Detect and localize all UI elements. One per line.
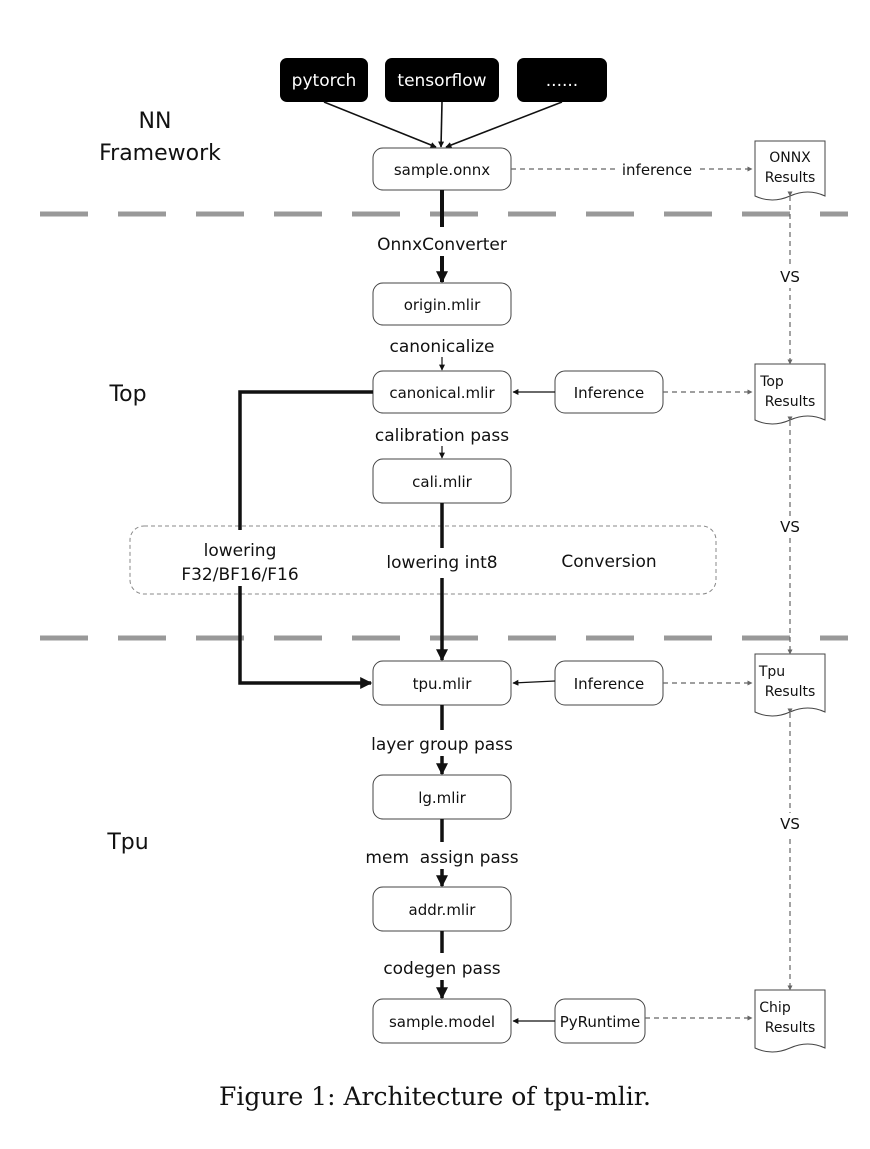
pass-lowering-int8: lowering int8: [386, 553, 497, 573]
framework-tensorflow-label: tensorflow: [397, 71, 486, 91]
node-tpu-mlir-label: tpu.mlir: [413, 675, 473, 693]
node-sample-model-label: sample.model: [389, 1013, 495, 1031]
section-label-tpu: Tpu: [106, 830, 148, 855]
results-top-line1: Top: [759, 374, 784, 390]
node-cali-mlir-label: cali.mlir: [412, 473, 472, 491]
section-label-nn-line1: NN: [139, 109, 172, 134]
section-label-nn-line2: Framework: [99, 141, 221, 166]
edge-pytorch-onnx: [323, 101, 437, 148]
edge-lowering-float-lower: [238, 586, 373, 689]
engine-tpu-inference-label: Inference: [574, 675, 645, 693]
pass-mem-assign: mem assign pass: [365, 848, 518, 868]
node-addr-mlir-label: addr.mlir: [409, 901, 477, 919]
engine-pyruntime-label: PyRuntime: [560, 1013, 641, 1031]
results-chip-line2: Results: [765, 1020, 816, 1036]
framework-tensorflow-box: [385, 58, 499, 102]
results-top-line2: Results: [765, 394, 816, 410]
compare-top-tpu-label-bg: [776, 516, 804, 538]
pass-calibration: calibration pass: [375, 426, 509, 446]
results-chip-doc: [754, 989, 826, 1053]
figure-caption: Figure 1: Architecture of tpu-mlir.: [219, 1082, 651, 1111]
pass-codegen: codegen pass: [383, 959, 500, 979]
compare-tpu-chip-label-bg: [776, 813, 804, 835]
results-tpu-line1: Tpu: [758, 664, 785, 680]
section-label-top: Top: [108, 382, 146, 407]
compare-onnx-top-label-bg: [776, 266, 804, 288]
edge-label-inference-bg: [618, 158, 696, 180]
results-onnx-line1: ONNX: [769, 150, 811, 166]
framework-pytorch-label: pytorch: [292, 71, 357, 91]
compare-top-tpu-label: VS: [780, 518, 800, 536]
node-canonical-mlir-label: canonical.mlir: [389, 384, 495, 402]
framework-other-box: [517, 58, 607, 102]
engine-top-inference-label: Inference: [574, 384, 645, 402]
compare-tpu-chip-label: VS: [780, 815, 800, 833]
node-origin-mlir-label: origin.mlir: [404, 296, 481, 314]
compare-onnx-top-label: VS: [780, 268, 800, 286]
results-chip-line1: Chip: [759, 1000, 791, 1016]
node-lg-mlir-label: lg.mlir: [418, 789, 466, 807]
results-onnx-line2: Results: [765, 170, 816, 186]
pass-lowering-float-line2: F32/BF16/F16: [181, 565, 298, 585]
edge-other-onnx: [445, 101, 563, 148]
edge-tpu-inference-tpu: [512, 679, 556, 686]
node-sample-onnx-label: sample.onnx: [394, 161, 490, 179]
pass-onnx-converter: OnnxConverter: [377, 235, 507, 255]
results-tpu-line2: Results: [765, 684, 816, 700]
framework-pytorch-box: [280, 58, 368, 102]
edge-tensorflow-onnx: [438, 101, 445, 148]
edge-lowering-float-upper: [238, 390, 373, 530]
label-conversion: Conversion: [561, 552, 656, 572]
pass-layer-group: layer group pass: [371, 735, 513, 755]
conversion-region: [129, 525, 717, 595]
pass-canonicalize: canonicalize: [389, 337, 494, 357]
pass-lowering-float-line1: lowering: [204, 541, 277, 561]
framework-other-label: ......: [546, 71, 578, 91]
edge-label-inference: inference: [622, 161, 692, 179]
